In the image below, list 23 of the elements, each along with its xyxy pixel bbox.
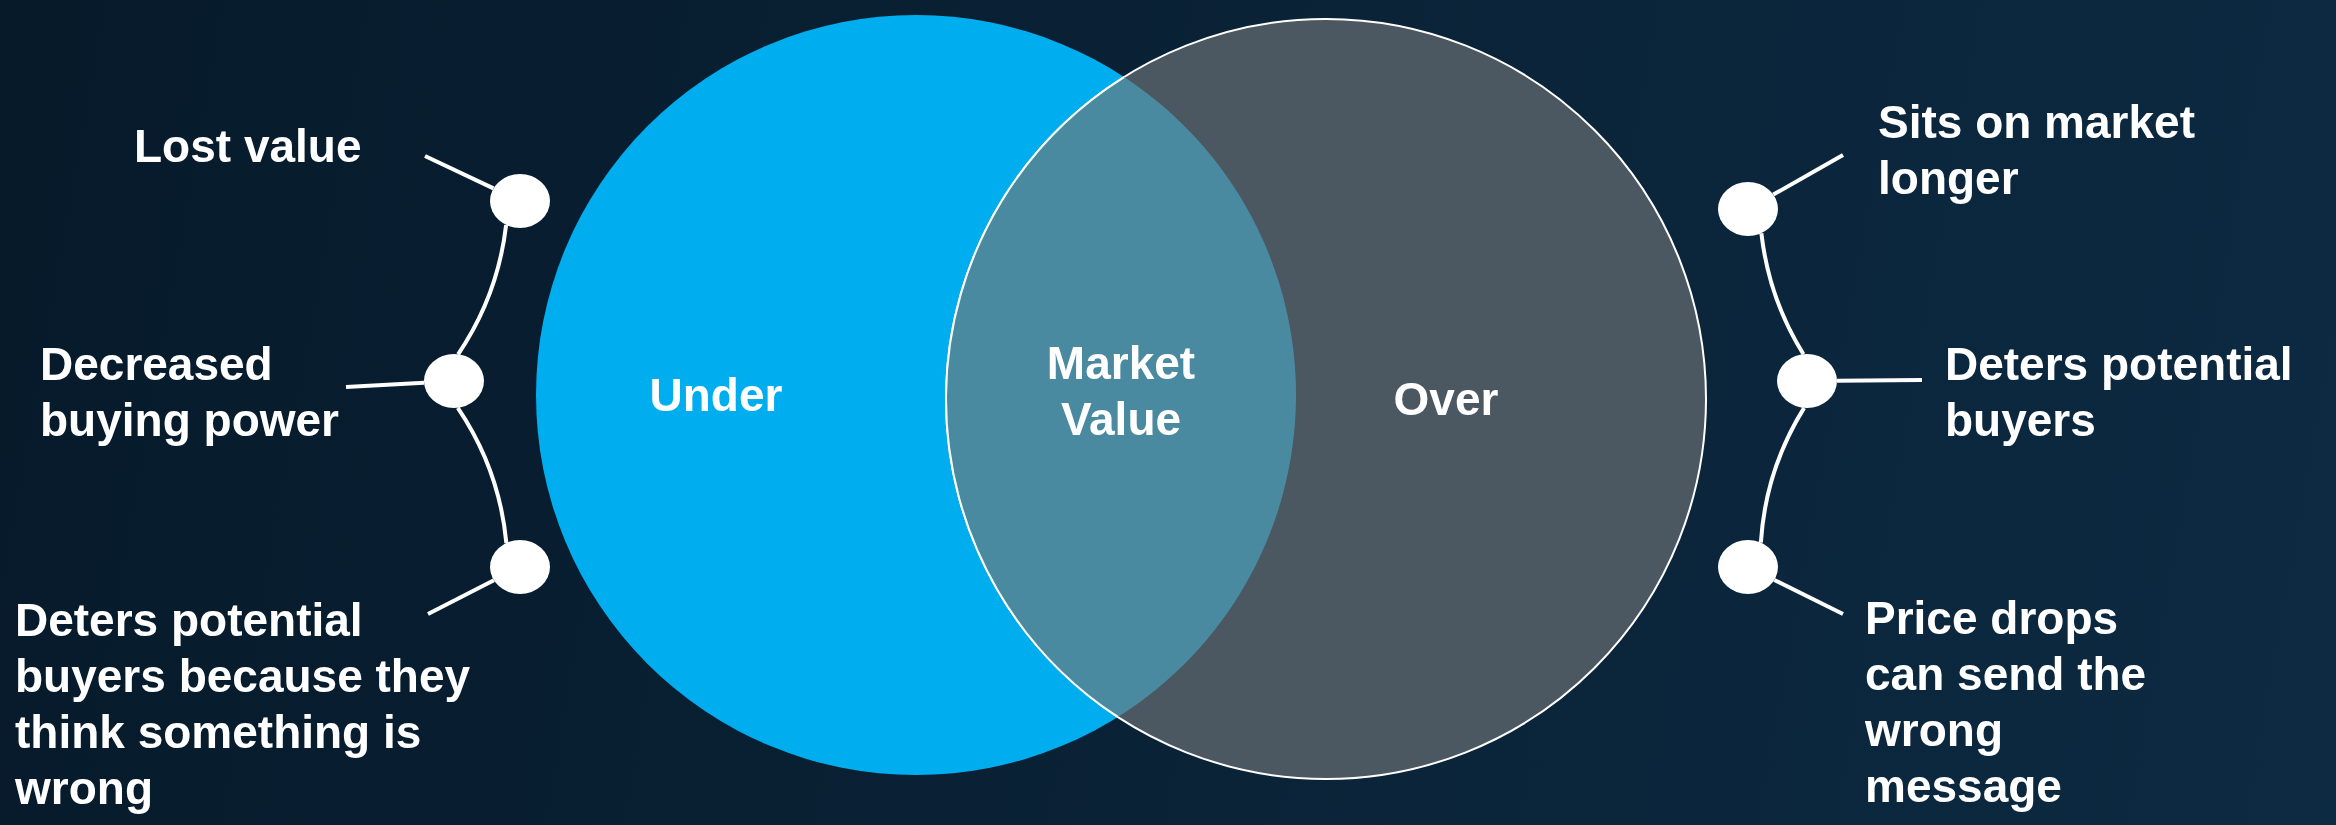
point-text: Decreased buying power bbox=[40, 337, 340, 448]
point-text: Lost value bbox=[134, 119, 363, 174]
bullet-dot bbox=[490, 174, 550, 228]
bullet-dot bbox=[1718, 182, 1778, 236]
arc-connector bbox=[456, 406, 509, 544]
arc-connector bbox=[1759, 232, 1806, 356]
overlap-label: Market Value bbox=[1045, 336, 1197, 447]
leader-line bbox=[427, 578, 495, 616]
point-text: Deters potential buyers because they think something is wrong bbox=[15, 593, 472, 816]
arc-connector bbox=[456, 224, 509, 356]
leader-line bbox=[345, 380, 425, 389]
bullet-dot bbox=[490, 540, 550, 594]
point-text: Price drops can send the wrong message bbox=[1865, 591, 2148, 814]
leader-line bbox=[1773, 578, 1844, 616]
leader-line bbox=[1836, 378, 1923, 383]
leader-line bbox=[424, 154, 495, 191]
point-text: Deters potential buyers bbox=[1945, 337, 2294, 448]
bullet-dot bbox=[1718, 540, 1778, 594]
point-text: Sits on market longer bbox=[1878, 95, 2196, 206]
leader-line bbox=[1772, 153, 1844, 197]
arc-connector bbox=[1758, 406, 1806, 543]
circle-label: Under bbox=[649, 368, 783, 423]
circle-label: Over bbox=[1393, 372, 1499, 427]
